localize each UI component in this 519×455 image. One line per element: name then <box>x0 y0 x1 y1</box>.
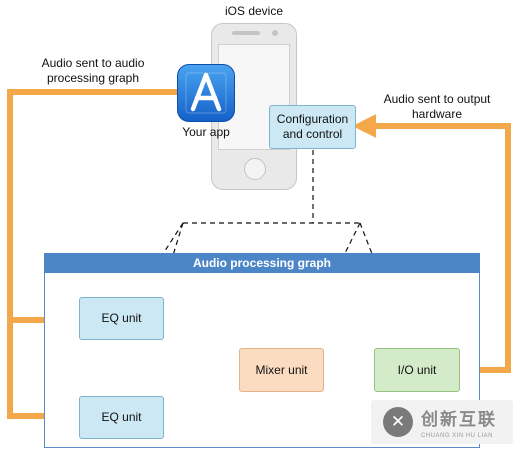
configuration-box: Configuration and control <box>269 105 356 149</box>
graph-title: Audio processing graph <box>44 253 480 273</box>
eq-unit-top-label: EQ unit <box>101 311 142 325</box>
io-to-output-arrow <box>352 114 511 373</box>
app-label: Your app <box>182 125 230 139</box>
eq-unit-bottom: EQ unit <box>79 396 164 439</box>
app-store-glyph-icon <box>185 72 227 114</box>
device-title: iOS device <box>224 4 284 18</box>
watermark-logo-icon: ✕ <box>383 407 413 437</box>
app-to-graph-arrow <box>7 89 178 332</box>
phone-speaker <box>232 31 260 35</box>
watermark-chinese: 创新互联 <box>421 410 497 429</box>
annotation-audio-to-hardware: Audio sent to output hardware <box>383 92 491 121</box>
watermark-english: CHUANG XIN HU LIAN <box>421 433 494 439</box>
annotation-audio-to-graph: Audio sent to audio processing graph <box>41 56 145 85</box>
control-to-eq-bottom-arrow <box>128 222 184 395</box>
eq-unit-top: EQ unit <box>79 297 164 340</box>
configuration-label: Configuration and control <box>276 112 349 141</box>
mixer-unit-label: Mixer unit <box>255 362 308 377</box>
eq-unit-bottom-label: EQ unit <box>101 410 142 424</box>
mixer-unit: Mixer unit <box>239 348 324 392</box>
io-unit: I/O unit <box>374 348 460 392</box>
io-unit-label: I/O unit <box>397 362 437 377</box>
phone-camera <box>272 30 278 36</box>
home-button-icon <box>244 158 266 180</box>
app-store-icon <box>177 64 235 122</box>
